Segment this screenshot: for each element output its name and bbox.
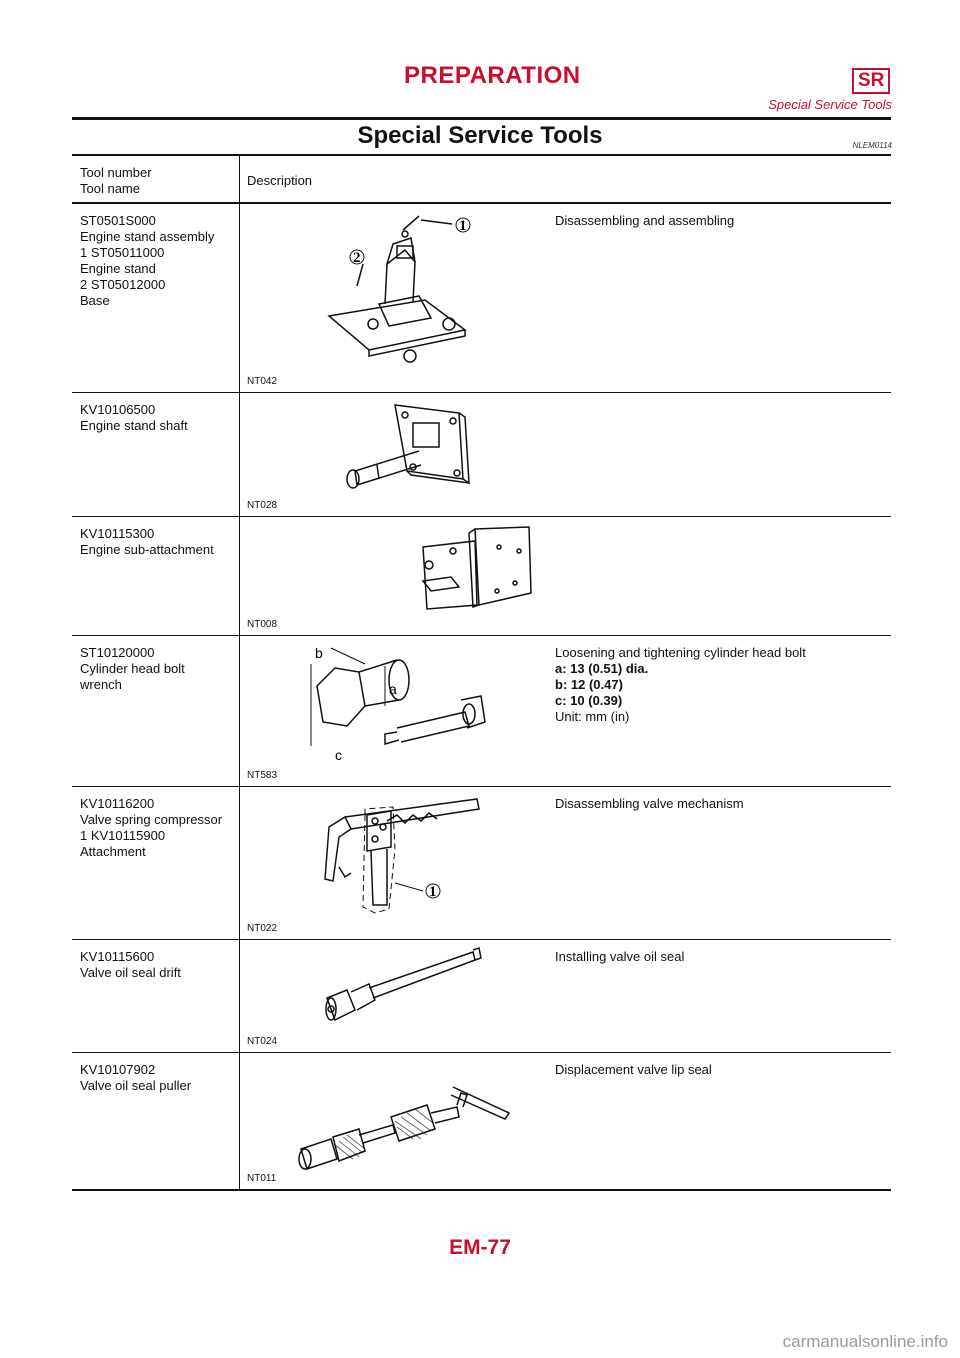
table-bottom-rule (72, 1189, 891, 1191)
tool-number: KV10116200 (80, 796, 155, 811)
dimension-label-a: a (389, 681, 397, 697)
row-rule (72, 392, 891, 393)
spec-unit: Unit: mm (in) (555, 709, 630, 724)
section-rule (72, 154, 891, 156)
engine-stand-illustration: 1 2 (327, 215, 471, 363)
table-row: KV10115600 Valve oil seal drift NT024 In… (72, 940, 891, 1052)
engine-sub-attachment-illustration (421, 526, 532, 610)
header-tool-number: Tool number (80, 165, 152, 180)
tool-name: Engine stand assembly (80, 229, 215, 244)
dimension-label-c: c (335, 747, 342, 763)
figure-code: NT028 (247, 500, 278, 511)
tool-number: ST0501S000 (80, 213, 156, 228)
tool-number: KV10115600 (80, 949, 155, 964)
figure-cell: b a c NT583 (247, 636, 547, 786)
row-rule (72, 516, 891, 517)
row-rule (72, 786, 891, 787)
page-number: EM-77 (449, 1236, 511, 1259)
valve-oil-seal-drift-illustration (325, 947, 482, 1022)
tool-number: KV10115300 (80, 526, 155, 541)
engine-stand-shaft-illustration (346, 404, 470, 489)
tool-sub-number: 2 ST05012000 (80, 277, 166, 292)
section-title: Special Service Tools (357, 122, 603, 149)
figure-code: NT583 (247, 770, 278, 781)
top-rule (72, 117, 891, 120)
callout-1: 1 (429, 884, 437, 900)
column-divider (239, 204, 240, 1189)
tool-cell: KV10116200 Valve spring compressor 1 KV1… (80, 796, 245, 860)
dimension-label-b: b (315, 645, 323, 661)
row-rule (72, 1052, 891, 1053)
callout-2: 2 (353, 250, 361, 266)
table-row: KV10116200 Valve spring compressor 1 KV1… (72, 787, 891, 939)
section-ref-code: NLEM0114 (852, 141, 892, 150)
tool-name: Valve oil seal puller (80, 1078, 192, 1093)
description-text: Installing valve oil seal (555, 949, 685, 964)
tool-cell: KV10115600 Valve oil seal drift (80, 949, 245, 981)
cylinder-head-bolt-wrench-illustration: b a c (310, 645, 486, 763)
tool-number: KV10107902 (80, 1062, 156, 1077)
figure-code: NT008 (247, 619, 278, 630)
description-cell: Disassembling valve mechanism (555, 796, 744, 812)
figure-cell: NT028 (247, 393, 547, 516)
table-header-description: Description (247, 173, 313, 188)
description-text: Displacement valve lip seal (555, 1062, 712, 1077)
tool-cell: KV10106500 Engine stand shaft (80, 402, 245, 434)
table-row: KV10106500 Engine stand shaft NT028 (72, 393, 891, 516)
header-tool-name: Tool name (80, 181, 140, 196)
description-cell: Displacement valve lip seal (555, 1062, 712, 1078)
tool-name: Valve oil seal drift (80, 965, 181, 980)
page-header-title: PREPARATION (404, 62, 581, 89)
header-divider (239, 156, 240, 202)
tool-number: KV10106500 (80, 402, 156, 417)
tool-name-cont: wrench (80, 677, 122, 692)
tool-name: Engine sub-attachment (80, 542, 214, 557)
tool-sub-name: Base (80, 293, 110, 308)
page-header-subtitle: Special Service Tools (768, 97, 892, 112)
valve-spring-compressor-illustration: 1 (324, 798, 480, 914)
tool-name: Valve spring compressor (80, 812, 223, 827)
description-cell: Loosening and tightening cylinder head b… (555, 645, 806, 725)
tool-sub-number: 1 KV10115900 (80, 828, 166, 843)
tool-sub-name: Engine stand (80, 261, 156, 276)
tool-number: ST10120000 (80, 645, 155, 660)
description-text: Disassembling and assembling (555, 213, 735, 228)
figure-code: NT022 (247, 923, 278, 934)
description-cell: Installing valve oil seal (555, 949, 684, 965)
table-row: ST0501S000 Engine stand assembly 1 ST050… (72, 204, 891, 392)
table-row: ST10120000 Cylinder head bolt wrench b a (72, 636, 891, 786)
figure-code: NT011 (247, 1173, 277, 1184)
spec-b: b: 12 (0.47) (555, 677, 623, 692)
tool-name: Cylinder head bolt (80, 661, 185, 676)
figure-cell: 1 NT022 (247, 787, 547, 939)
tool-sub-number: 1 ST05011000 (80, 245, 165, 260)
tool-sub-name: Attachment (80, 844, 146, 859)
tool-cell: KV10107902 Valve oil seal puller (80, 1062, 245, 1094)
header-bottom-rule (72, 202, 891, 204)
spec-a: a: 13 (0.51) dia. (555, 661, 649, 676)
figure-cell: 1 2 NT042 (247, 204, 547, 392)
row-rule (72, 939, 891, 940)
description-text: Disassembling valve mechanism (555, 796, 744, 811)
tool-name: Engine stand shaft (80, 418, 188, 433)
tool-cell: ST10120000 Cylinder head bolt wrench (80, 645, 245, 693)
description-text: Loosening and tightening cylinder head b… (555, 645, 806, 660)
table-header-tool: Tool number Tool name (80, 165, 152, 197)
figure-cell: NT011 (247, 1053, 547, 1189)
figure-cell: NT008 (247, 517, 547, 635)
tool-cell: ST0501S000 Engine stand assembly 1 ST050… (80, 213, 245, 309)
watermark[interactable]: carmanualsonline.info (782, 1332, 948, 1351)
tool-cell: KV10115300 Engine sub-attachment (80, 526, 245, 558)
valve-oil-seal-puller-illustration (298, 1086, 511, 1170)
table-row: KV10115300 Engine sub-attachment NT008 (72, 517, 891, 635)
row-rule (72, 635, 891, 636)
spec-c: c: 10 (0.39) (555, 693, 623, 708)
callout-1: 1 (459, 218, 467, 234)
table-row: KV10107902 Valve oil seal puller (72, 1053, 891, 1189)
figure-code: NT042 (247, 376, 278, 387)
figure-code: NT024 (247, 1036, 278, 1047)
description-cell: Disassembling and assembling (555, 213, 734, 229)
section-badge: SR (852, 68, 891, 94)
figure-cell: NT024 (247, 940, 547, 1052)
